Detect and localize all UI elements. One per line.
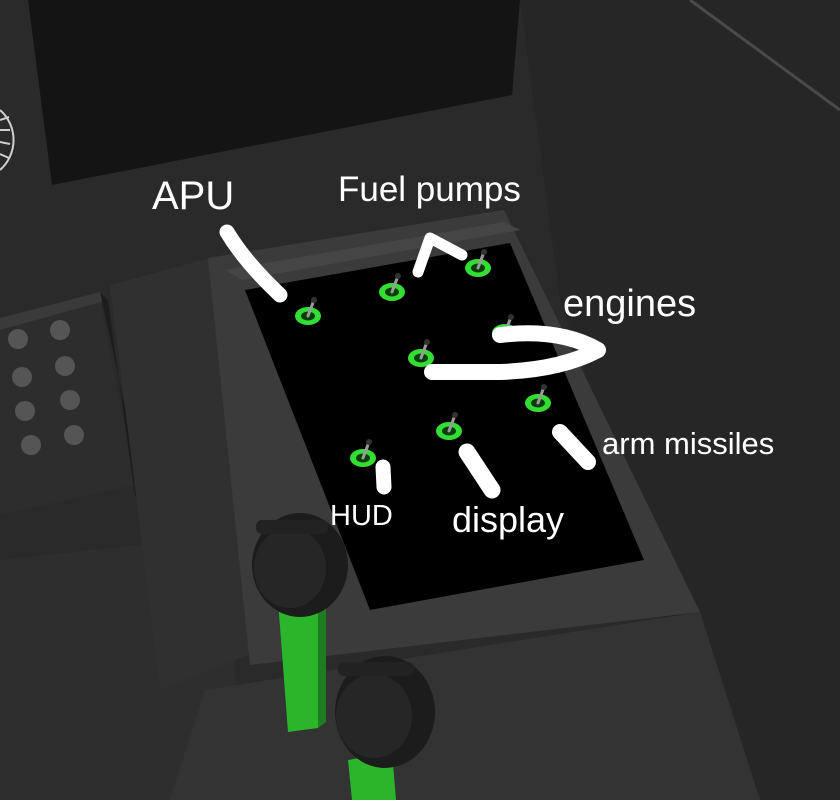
engine-1-toggle-switch[interactable] [408,339,434,367]
fuel-pumps-annotation-label: Fuel pumps [338,170,521,209]
canopy-frame-line [689,0,840,112]
hud-annotation-label: HUD [330,500,393,532]
annotation-strokes [219,224,606,499]
fuel-pumps-arrow-stroke [412,232,468,278]
fuel-pump-2-toggle-switch[interactable] [465,249,491,277]
apu-annotation-label: APU [152,174,235,218]
engines-bracket-stroke [424,325,606,380]
fuel-pump-1-toggle-switch[interactable] [379,273,405,301]
throttle-pedestal [170,612,760,800]
display-pointer-stroke [458,443,501,499]
engines-annotation-label: engines [563,283,697,325]
arm-missiles-pointer-stroke [552,424,596,470]
hud-toggle-switch[interactable] [350,439,376,467]
upper-display-screen [28,0,520,185]
apu-pointer-stroke [219,224,288,303]
left-button-grid [8,320,84,455]
gauge-edge [0,109,15,171]
display-toggle-switch[interactable] [436,412,462,440]
arm-missiles-annotation-label: arm missiles [602,426,775,461]
throttle-lever-right[interactable] [335,656,435,800]
arm-missiles-toggle-switch[interactable] [525,384,551,412]
throttle-lever-left[interactable] [252,513,348,732]
hud-pointer-stroke [375,459,392,495]
right-wall [520,0,840,800]
apu-toggle-switch[interactable] [295,297,321,325]
display-annotation-label: display [452,499,565,540]
